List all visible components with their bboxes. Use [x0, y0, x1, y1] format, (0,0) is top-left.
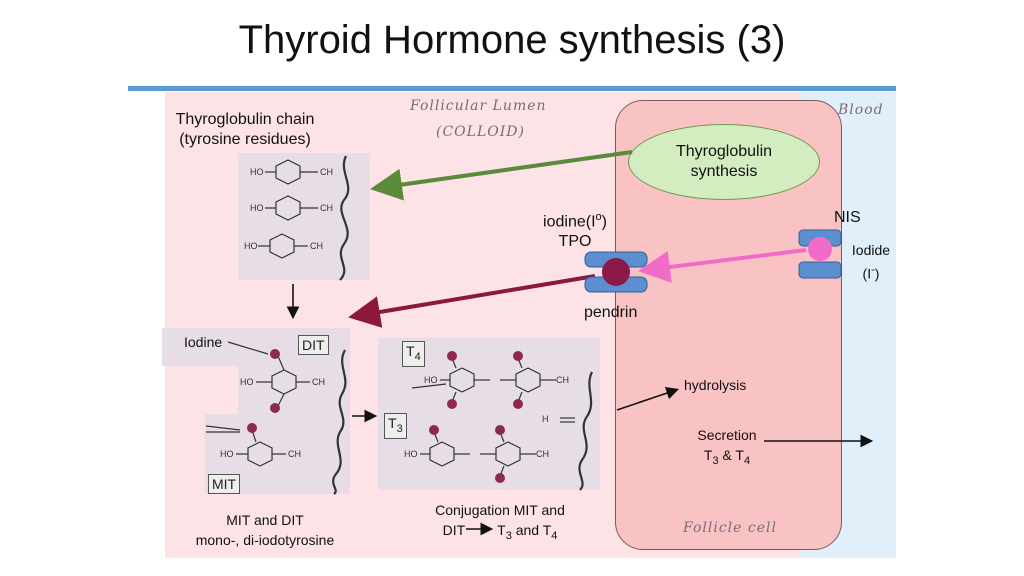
ho-label-2: HO: [250, 203, 264, 213]
nis-label: NIS: [834, 209, 861, 226]
tyrosine-rings: [258, 155, 350, 281]
t4-t3-rings: [411, 357, 594, 491]
mit-dit-caption: MIT and DIT mono-, di-iodotyrosine: [195, 512, 335, 548]
mit-box: MIT: [208, 474, 241, 494]
thyroglobulin-chain-label: Thyroglobulin chain (tyrosine residues): [175, 111, 315, 148]
thyroglobulin-secretion-arrow: [370, 150, 633, 201]
colloid-label: (COLLOID): [436, 124, 525, 140]
pendrin-label: pendrin: [584, 304, 638, 321]
ho-label-3: HO: [244, 241, 258, 251]
hydrolysis-arrow: [616, 387, 680, 411]
secretion-label: Secretion T3 & T4: [697, 427, 757, 467]
t4-iodine-1: [447, 351, 457, 361]
iodine-chem-label: Iodine: [184, 334, 223, 350]
t3-iodine-2: [495, 425, 505, 435]
tyrosine-residues-figure: [238, 153, 370, 280]
ch2-label-1: CH: [320, 167, 333, 177]
t4-iodine-4: [513, 399, 523, 409]
thyroglobulin-synthesis-ellipse: [628, 124, 820, 200]
t4-ch2: CH: [556, 375, 569, 385]
ch2-label-2: CH: [320, 203, 333, 213]
page-title: Thyroid Hormone synthesis (3): [238, 18, 786, 62]
thyroglobulin-synthesis-label: Thyroglobulin synthesis: [675, 143, 773, 180]
t4-iodine-3: [513, 351, 523, 361]
mit-iodine: [247, 423, 257, 433]
dit-ring: [227, 341, 347, 495]
mit-ho: HO: [220, 449, 234, 459]
iodine-tpo-label: iodine(Io) TPO: [543, 211, 607, 251]
dit-figure: [238, 328, 350, 414]
iodide-label: Iodide (I-): [851, 242, 891, 282]
title-divider: [128, 86, 896, 91]
follicle-cell-label: Follicle cell: [683, 520, 777, 536]
iodide-uptake-arrow: [638, 248, 807, 283]
h2c-label: H: [542, 414, 549, 424]
dit-ch2: CH: [312, 377, 325, 387]
dit-iodine-top: [270, 349, 280, 359]
ch2-label-3: CH: [310, 241, 323, 251]
t3-ch2: CH: [536, 449, 549, 459]
hydrolysis-label: hydrolysis: [684, 377, 747, 393]
nis-transporter: [798, 229, 842, 279]
pendrin-transporter: [584, 251, 648, 293]
mit-ch2: CH: [288, 449, 301, 459]
lumen-label: Follicular Lumen: [410, 98, 547, 114]
t3-iodine-3: [495, 473, 505, 483]
blood-label: Blood: [838, 102, 884, 118]
t4-iodine-2: [447, 399, 457, 409]
t3-iodine-1: [429, 425, 439, 435]
dit-iodine-bottom: [270, 403, 280, 413]
t3-ho: HO: [404, 449, 418, 459]
t4-ho: HO: [424, 375, 438, 385]
ho-label-1: HO: [250, 167, 264, 177]
mit-ring: [205, 425, 286, 467]
dit-box: DIT: [298, 335, 329, 355]
t4-box: T4: [402, 341, 425, 367]
iodination-arrow: [348, 274, 596, 328]
t3-box: T3: [384, 413, 407, 439]
dit-ho: HO: [240, 377, 254, 387]
